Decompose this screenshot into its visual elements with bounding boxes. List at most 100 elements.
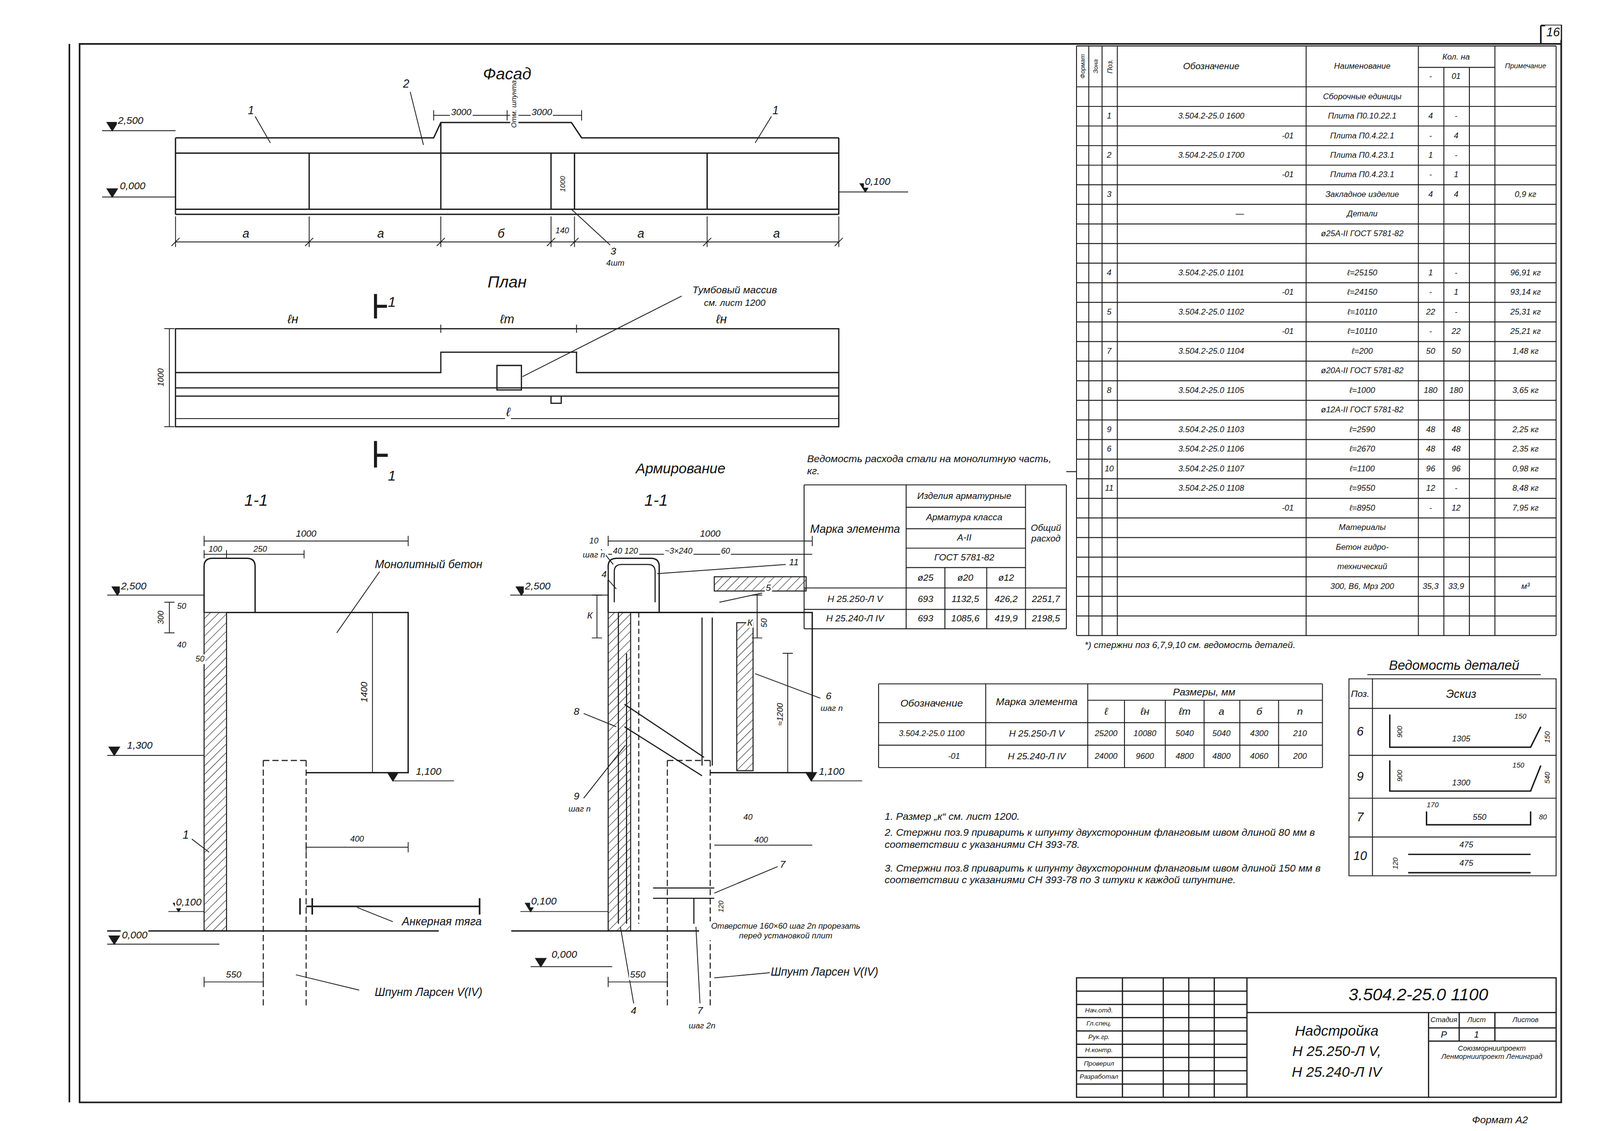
drawing-label: 1. Размер „к“ см. лист 1200.: [883, 810, 1021, 823]
leader-line: [522, 296, 682, 377]
drawing-label: 3.504.2-25.0 1105: [1177, 385, 1246, 395]
drawing-label: 1132,5: [950, 593, 981, 605]
drawing-label: 1: [246, 103, 255, 117]
drawing-label: Ведомость расхода стали на монолитную ча…: [806, 452, 1062, 477]
drawing-label: 22: [1450, 327, 1462, 337]
drawing-label: ø20: [956, 572, 975, 584]
drawing-label: шаг n: [567, 804, 592, 814]
drawing-label: A-II: [956, 532, 973, 544]
drawing-label: 1: [771, 103, 780, 117]
dimension-line: [164, 535, 409, 987]
drawing-label: 48: [1450, 444, 1462, 454]
drawing-label: 96: [1424, 463, 1436, 474]
drawing-label: -: [1453, 307, 1459, 317]
drawing-label: -: [1428, 327, 1434, 337]
drawing-label: 2198,5: [1031, 613, 1062, 624]
drawing-label: 10: [1352, 849, 1368, 864]
drawing-label: a: [376, 226, 386, 241]
drawing-label: 50: [194, 654, 206, 664]
drawing-label: 01: [1450, 71, 1462, 81]
drawing-label: Тумбовый массив: [691, 284, 778, 296]
drawing-label: 4060: [1249, 751, 1270, 761]
drawing-label: 6: [1355, 724, 1365, 739]
drawing-label: 3.504.2-25.0 1100: [897, 729, 966, 739]
drawing-label: Р: [1439, 1029, 1449, 1040]
drawing-label: 150: [1511, 761, 1526, 770]
drawing-label: 1: [387, 293, 397, 311]
drawing-label: 1: [181, 828, 190, 842]
drawing-label: Шпунт Ларсен V(IV): [373, 985, 484, 999]
sheet-pile: [263, 760, 307, 1005]
drawing-label: a: [636, 226, 645, 241]
bar-sketch: [1390, 714, 1541, 873]
drawing-label: 1000: [156, 367, 166, 389]
drawing-label: ℓ=200: [1350, 346, 1375, 356]
drawing-label: ℓн: [715, 312, 728, 327]
plan-outline: [175, 328, 839, 427]
drawing-label: 300: [156, 609, 166, 626]
drawing-label: Н 25.250-Л V,: [1291, 1042, 1383, 1060]
drawing-label: 7: [696, 1004, 704, 1017]
drawing-label: 550: [628, 969, 647, 980]
drawing-label: ℓ=25150: [1345, 268, 1378, 278]
drawing-label: ℓ: [505, 405, 511, 420]
drawing-label: 33,9: [1447, 581, 1466, 591]
drawing-label: 3.504.2-25.0 1102: [1177, 307, 1246, 317]
drawing-label: 40 120: [612, 546, 640, 556]
drawing-label: 4: [1427, 189, 1434, 199]
drawing-label: шаг n: [582, 550, 607, 560]
drawing-label: 12: [1424, 483, 1436, 494]
drawing-label: 1: [1106, 111, 1113, 121]
drawing-label: 4800: [1211, 751, 1232, 761]
drawing-label: -: [1453, 150, 1459, 160]
leader-line: [192, 571, 393, 990]
rebar-dashed: [638, 612, 640, 924]
drawing-label: 11: [788, 556, 800, 568]
drawing-label: Отм. шпунта: [509, 79, 519, 129]
drawing-label: Арматура класса: [925, 511, 1004, 523]
drawing-label: 1: [1452, 287, 1460, 298]
drawing-label: 3.504.2-25.0 1103: [1177, 424, 1246, 434]
drawing-label: 0,100: [530, 895, 558, 907]
hatch-area: [714, 576, 807, 592]
drawing-label: технический: [1336, 562, 1389, 572]
drawing-label: 419,9: [993, 613, 1019, 624]
drawing-label: 0,98 кг: [1511, 463, 1540, 474]
drawing-label: ø25A-II ГОСТ 5781-82: [1319, 228, 1405, 239]
table-grid: [1348, 674, 1556, 876]
drawing-label: a: [772, 226, 781, 241]
drawing-label: -: [1428, 170, 1434, 180]
drawing-label: -01: [1280, 327, 1295, 337]
drawing-label: 48: [1424, 444, 1436, 454]
drawing-label: 2,25 кг: [1511, 424, 1540, 434]
drawing-label: ℓн: [286, 312, 300, 327]
drawing-label: 0,100: [175, 896, 203, 908]
drawing-label: 1: [1427, 268, 1434, 278]
drawing-label: 475: [1458, 840, 1475, 850]
drawing-label: 9: [1355, 769, 1365, 784]
drawing-label: 96,91 кг: [1509, 268, 1542, 278]
drawing-label: ℓн: [1139, 705, 1151, 718]
drawing-label: 3000: [449, 106, 473, 118]
drawing-label: 50: [1450, 346, 1462, 356]
drawing-label: Общий расход: [1026, 522, 1066, 544]
drawing-label: 9600: [1135, 751, 1156, 761]
drawing-label: 7,95 кг: [1511, 503, 1540, 513]
drawing-label: 180: [1448, 385, 1465, 395]
drawing-label: 10: [1103, 463, 1115, 474]
drawing-label: 3.504.2-25.0 1108: [1177, 483, 1246, 494]
anchor-rod: [299, 897, 480, 915]
drawing-label: ≈1200: [776, 702, 786, 727]
drawing-label: 120: [717, 898, 726, 913]
drawing-label: -: [1453, 483, 1459, 494]
drawing-label: 4: [1427, 111, 1434, 121]
drawing-label: Листов: [1511, 1015, 1540, 1024]
table-grid: [878, 683, 1323, 768]
drawing-label: шаг n: [819, 703, 844, 713]
drawing-label: Наименование: [1332, 61, 1392, 71]
drawing-label: Зона: [1092, 58, 1100, 75]
drawing-label: Сборочные единицы: [1321, 91, 1403, 102]
drawing-label: 150: [1543, 729, 1553, 744]
drawing-label: 550: [1471, 812, 1488, 823]
